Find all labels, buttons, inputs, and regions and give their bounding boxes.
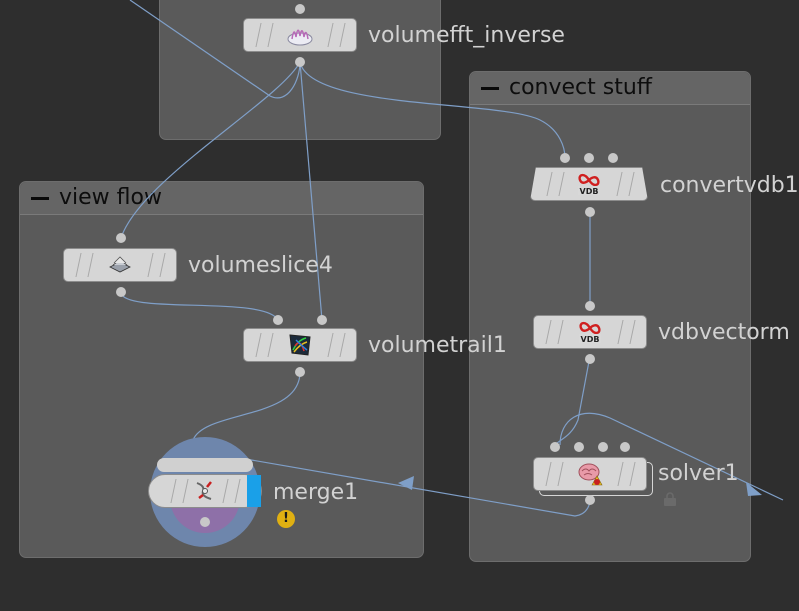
- node-stripe: [87, 253, 94, 277]
- output-port[interactable]: [295, 57, 305, 67]
- input-port[interactable]: [620, 442, 630, 452]
- node-stripe: [617, 320, 624, 344]
- node-label: merge1: [273, 480, 359, 505]
- collapse-toggle[interactable]: [480, 79, 500, 97]
- node-stripe: [545, 320, 552, 344]
- node-stripe: [327, 333, 334, 357]
- merge-input-bar[interactable]: [157, 458, 253, 472]
- vdb-text: VDB: [581, 335, 600, 344]
- node-stripe: [557, 320, 564, 344]
- input-port[interactable]: [116, 233, 126, 243]
- node-volumefft-inverse[interactable]: [243, 18, 357, 52]
- input-port[interactable]: [550, 442, 560, 452]
- input-port[interactable]: [598, 442, 608, 452]
- input-port[interactable]: [273, 315, 283, 325]
- collapse-toggle[interactable]: [30, 189, 50, 207]
- input-port[interactable]: [560, 153, 570, 163]
- input-port[interactable]: [574, 442, 584, 452]
- node-stripe: [222, 479, 229, 503]
- node-stripe: [182, 479, 189, 503]
- volume-trail-icon: [289, 334, 311, 356]
- output-port[interactable]: [585, 207, 595, 217]
- lock-icon[interactable]: [662, 492, 678, 506]
- network-box-header[interactable]: convect stuff: [470, 72, 750, 105]
- network-box-title: view flow: [59, 185, 162, 210]
- node-stripe: [629, 320, 636, 344]
- output-port[interactable]: [585, 354, 595, 364]
- volume-fft-icon: [287, 29, 313, 46]
- merge-icon: [196, 481, 212, 500]
- node-stripe: [557, 462, 564, 486]
- node-label: volumeslice4: [188, 253, 333, 278]
- input-port[interactable]: [608, 153, 618, 163]
- input-port[interactable]: [317, 315, 327, 325]
- input-port[interactable]: [584, 153, 594, 163]
- output-port[interactable]: [200, 517, 210, 527]
- node-stripe: [558, 172, 565, 196]
- solver-brain-icon: [578, 463, 603, 486]
- warning-icon[interactable]: !: [277, 510, 295, 528]
- node-stripe: [170, 479, 177, 503]
- input-port[interactable]: [585, 301, 595, 311]
- node-vdbvectormerge[interactable]: VDB: [533, 315, 647, 349]
- node-volumeslice[interactable]: [63, 248, 177, 282]
- node-stripe: [255, 23, 262, 47]
- node-stripe: [267, 23, 274, 47]
- node-label: volumetrail1: [368, 333, 507, 358]
- node-stripe: [629, 462, 636, 486]
- output-port[interactable]: [295, 367, 305, 377]
- vdb-icon: VDB: [579, 321, 601, 344]
- node-stripe: [234, 479, 241, 503]
- node-label: convertvdb1: [660, 173, 799, 198]
- node-stripe: [545, 462, 552, 486]
- vdb-icon: VDB: [578, 173, 600, 196]
- node-stripe: [255, 333, 262, 357]
- node-volumetrail[interactable]: [243, 328, 357, 362]
- node-stripe: [546, 172, 553, 196]
- input-port[interactable]: [295, 4, 305, 14]
- node-merge[interactable]: [148, 474, 262, 508]
- network-box-title: convect stuff: [509, 75, 652, 100]
- node-label: volumefft_inverse: [368, 23, 565, 48]
- wire-direction-arrow-icon: [398, 476, 414, 490]
- node-stripe: [159, 253, 166, 277]
- node-stripe: [339, 333, 346, 357]
- selection-highlight: [247, 475, 261, 507]
- node-stripe: [616, 172, 623, 196]
- node-stripe: [75, 253, 82, 277]
- node-stripe: [327, 23, 334, 47]
- node-solver[interactable]: [533, 457, 647, 491]
- node-convertvdb[interactable]: VDB: [530, 167, 648, 201]
- vdb-text: VDB: [580, 187, 599, 196]
- node-stripe: [628, 172, 635, 196]
- volume-slice-icon: [109, 256, 131, 273]
- wire-direction-arrow-icon: [746, 482, 762, 496]
- node-stripe: [267, 333, 274, 357]
- node-stripe: [339, 23, 346, 47]
- output-port[interactable]: [585, 495, 595, 505]
- node-label: vdbvectorm: [658, 320, 790, 345]
- node-stripe: [147, 253, 154, 277]
- node-stripe: [617, 462, 624, 486]
- node-label: solver1: [658, 461, 739, 486]
- network-box-header[interactable]: view flow: [20, 182, 423, 215]
- output-port[interactable]: [116, 287, 126, 297]
